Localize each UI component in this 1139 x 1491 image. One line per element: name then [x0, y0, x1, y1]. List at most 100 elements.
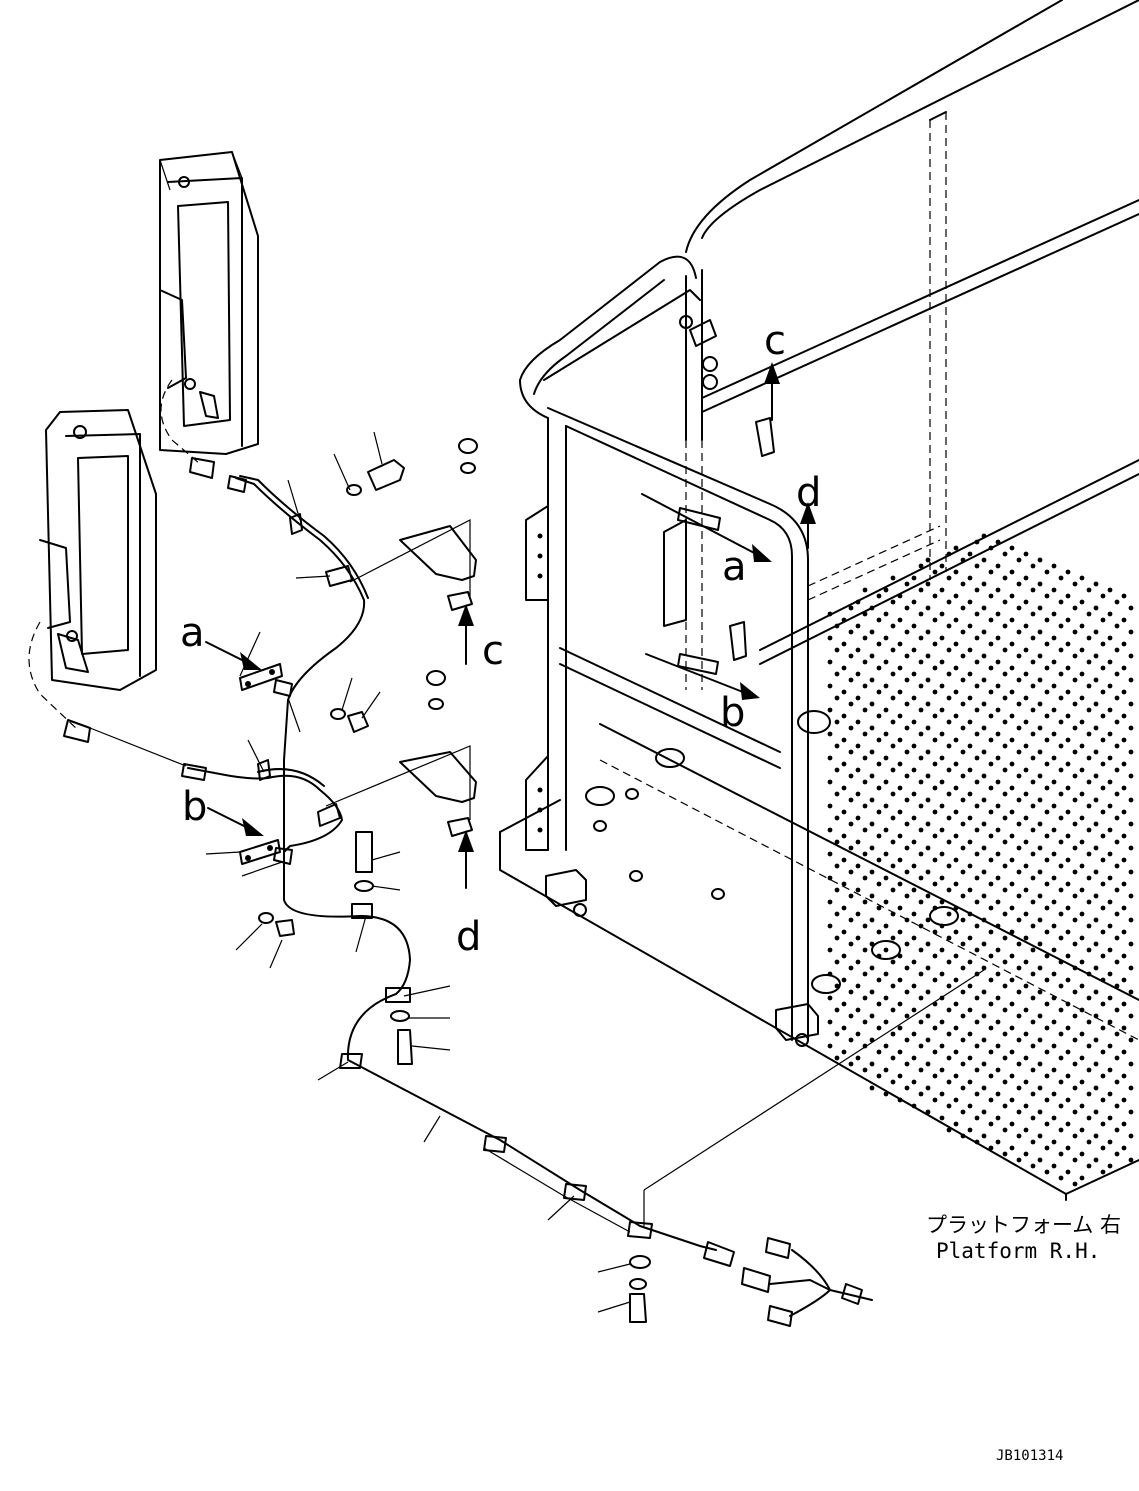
- caption-japanese: プラットフォーム 右: [926, 1213, 1121, 1237]
- perforation-hole: [1093, 965, 1099, 971]
- perforation-hole: [932, 593, 938, 599]
- perforation-hole: [1100, 713, 1106, 719]
- perforation-hole: [834, 695, 840, 701]
- perforation-hole: [1128, 1109, 1134, 1115]
- perforation-hole: [876, 665, 882, 671]
- perforation-hole: [897, 785, 903, 791]
- perforation-hole: [925, 653, 931, 659]
- perforation-hole: [918, 1091, 924, 1097]
- perforation-hole: [1044, 1145, 1050, 1151]
- perforation-hole: [841, 1025, 847, 1031]
- perforation-hole: [1058, 1031, 1064, 1037]
- perforation-hole: [834, 623, 840, 629]
- perforation-hole: [1121, 1025, 1127, 1031]
- perforation-hole: [960, 581, 966, 587]
- perforation-hole: [1009, 785, 1015, 791]
- perforation-hole: [883, 995, 889, 1001]
- perforation-hole: [1058, 839, 1064, 845]
- perforation-hole: [1037, 1085, 1043, 1091]
- perforation-hole: [932, 1049, 938, 1055]
- perforation-hole: [1100, 1049, 1106, 1055]
- perforation-hole: [953, 977, 959, 983]
- perforation-hole: [1030, 1019, 1036, 1025]
- perforation-hole: [1051, 731, 1057, 737]
- perforation-hole: [1058, 743, 1064, 749]
- perforation-hole: [1051, 827, 1057, 833]
- perforation-hole: [1114, 1007, 1120, 1013]
- perforation-hole: [1009, 929, 1015, 935]
- perforation-hole: [876, 593, 882, 599]
- perforation-hole: [1114, 767, 1120, 773]
- perforation-hole: [1058, 1055, 1064, 1061]
- perforation-hole: [974, 899, 980, 905]
- perforation-hole: [1051, 611, 1057, 617]
- perforation-hole: [1114, 839, 1120, 845]
- perforation-hole: [925, 989, 931, 995]
- perforation-hole: [890, 575, 896, 581]
- perforation-hole: [841, 1049, 847, 1055]
- perforation-hole: [1079, 1031, 1085, 1037]
- perforation-hole: [953, 881, 959, 887]
- perforation-hole: [883, 731, 889, 737]
- perforation-hole: [869, 917, 875, 923]
- perforation-hole: [1093, 653, 1099, 659]
- perforation-hole: [827, 803, 833, 809]
- perforation-hole: [841, 905, 847, 911]
- perforation-hole: [995, 827, 1001, 833]
- perforation-hole: [1044, 617, 1050, 623]
- perforation-hole: [1044, 1121, 1050, 1127]
- perforation-hole: [974, 635, 980, 641]
- perforation-hole: [848, 821, 854, 827]
- perforation-hole: [995, 563, 1001, 569]
- perforation-hole: [988, 785, 994, 791]
- perforation-hole: [925, 821, 931, 827]
- perforation-hole: [897, 1049, 903, 1055]
- perforation-hole: [1128, 629, 1134, 635]
- perforation-hole: [946, 935, 952, 941]
- perforation-hole: [981, 533, 987, 539]
- perforation-hole: [1128, 605, 1134, 611]
- perforation-hole: [1051, 923, 1057, 929]
- perforation-hole: [876, 1025, 882, 1031]
- perforation-hole: [883, 1091, 889, 1097]
- perforation-hole: [1058, 599, 1064, 605]
- perforation-hole: [1023, 551, 1029, 557]
- perforation-hole: [1079, 767, 1085, 773]
- perforation-hole: [1044, 593, 1050, 599]
- perforation-hole: [911, 623, 917, 629]
- perforation-hole: [911, 719, 917, 725]
- perforation-hole: [904, 821, 910, 827]
- perforation-hole: [1086, 1163, 1092, 1169]
- perforation-hole: [1121, 1049, 1127, 1055]
- perforation-hole: [862, 731, 868, 737]
- perforation-hole: [848, 749, 854, 755]
- perforation-hole: [1072, 749, 1078, 755]
- perforation-hole: [1079, 1127, 1085, 1133]
- perforation-hole: [1093, 701, 1099, 707]
- perforation-hole: [1051, 1019, 1057, 1025]
- perforation-hole: [953, 1001, 959, 1007]
- perforation-hole: [1016, 941, 1022, 947]
- perforation-hole: [1016, 701, 1022, 707]
- machine-side-connector: [741, 1237, 873, 1327]
- perforation-hole: [855, 911, 861, 917]
- perforation-hole: [855, 623, 861, 629]
- perforation-hole: [869, 845, 875, 851]
- perforation-hole: [1114, 863, 1120, 869]
- perforation-hole: [1051, 1091, 1057, 1097]
- perforation-hole: [1044, 665, 1050, 671]
- perforation-hole: [988, 689, 994, 695]
- perforation-hole: [1114, 959, 1120, 965]
- perforation-hole: [1121, 881, 1127, 887]
- drawing-code: JB101314: [996, 1448, 1063, 1464]
- caption-english: Platform R.H.: [936, 1239, 1100, 1263]
- perforation-hole: [939, 1043, 945, 1049]
- perforation-hole: [855, 935, 861, 941]
- perforation-hole: [841, 617, 847, 623]
- perforation-hole: [883, 851, 889, 857]
- perforation-hole: [1051, 971, 1057, 977]
- perforation-hole: [960, 821, 966, 827]
- perforation-hole: [925, 1061, 931, 1067]
- perforation-hole: [1079, 743, 1085, 749]
- perforation-hole: [974, 1043, 980, 1049]
